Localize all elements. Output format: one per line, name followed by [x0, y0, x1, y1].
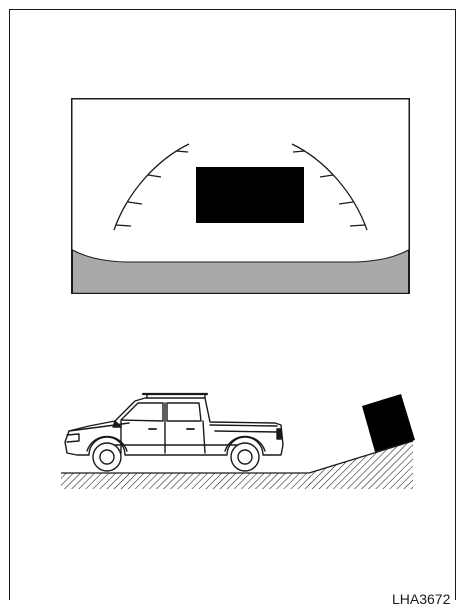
- side-view-scene: [55, 385, 417, 495]
- slope-hatch: [309, 441, 413, 489]
- obstacle-on-screen: [196, 167, 304, 223]
- ground-hatch: [61, 473, 311, 489]
- figure-code: LHA3672: [392, 591, 450, 607]
- rear-view-screen: [71, 98, 410, 294]
- pickup-truck-icon: [65, 394, 283, 471]
